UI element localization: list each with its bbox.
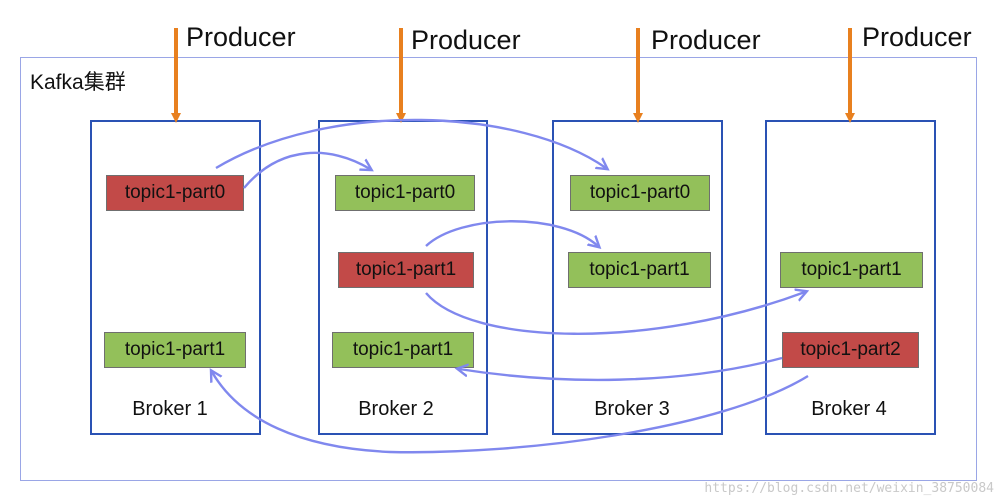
broker-2-partition-1: topic1-part1 — [338, 252, 474, 288]
producer-label-1: Producer — [186, 22, 296, 52]
broker-3-partition-0: topic1-part0 — [570, 175, 710, 211]
broker-2-partition-0: topic1-part0 — [335, 175, 475, 211]
broker-1-partition-1: topic1-part1 — [104, 332, 246, 368]
broker-1-partition-0: topic1-part0 — [106, 175, 244, 211]
broker-4-partition-0: topic1-part1 — [780, 252, 923, 288]
producer-label-4: Producer — [862, 22, 972, 52]
broker-4-partition-1: topic1-part2 — [782, 332, 919, 368]
broker-2-partition-2: topic1-part1 — [332, 332, 474, 368]
broker-3-partition-1: topic1-part1 — [568, 252, 711, 288]
kafka-cluster — [20, 57, 977, 481]
producer-label-3: Producer — [651, 25, 761, 55]
broker-2-name: Broker 2 — [358, 398, 434, 420]
cluster-title: Kafka集群 — [30, 71, 126, 94]
broker-4-name: Broker 4 — [811, 398, 887, 420]
watermark: https://blog.csdn.net/weixin_38750084 — [704, 481, 994, 496]
producer-label-2: Producer — [411, 25, 521, 55]
broker-3-name: Broker 3 — [594, 398, 670, 420]
broker-1-name: Broker 1 — [132, 398, 208, 420]
broker-1 — [90, 120, 261, 435]
